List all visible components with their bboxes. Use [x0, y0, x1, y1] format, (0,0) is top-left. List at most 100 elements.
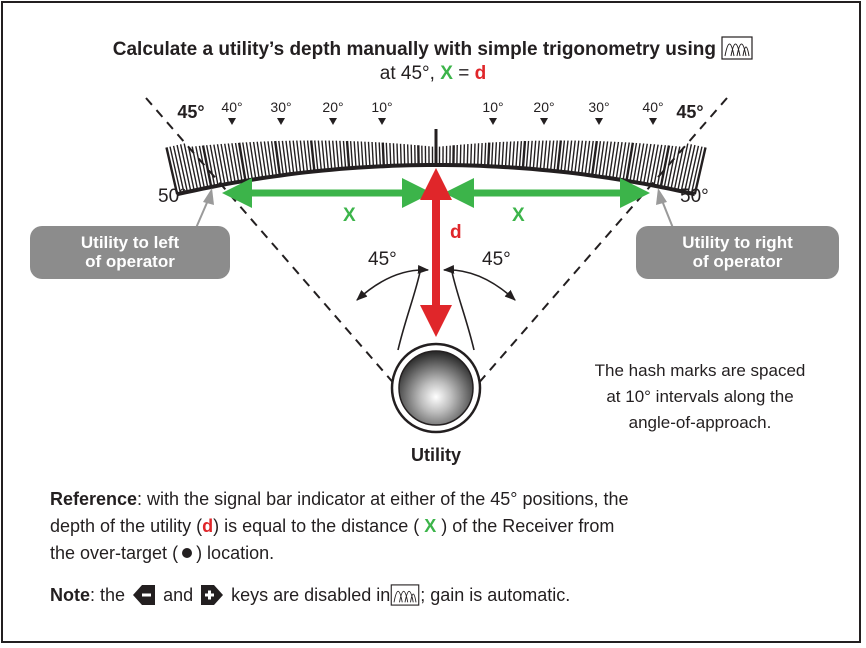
gauge-hash-mark [187, 146, 199, 190]
gauge-hash-mark [622, 142, 630, 181]
right-angle-arc [442, 264, 516, 301]
x-distance-right-arrow [444, 178, 650, 208]
gauge-hash-mark [314, 140, 319, 172]
reference-x: X [424, 516, 437, 536]
gauge-hash-mark [191, 146, 202, 190]
gauge-hash-mark [345, 140, 351, 169]
x-label-right: X [512, 205, 525, 226]
gauge-hash-mark [466, 144, 469, 166]
left-approach-line [145, 97, 437, 433]
gauge-hash-mark [317, 140, 323, 171]
gauge-hash-mark [598, 141, 605, 177]
callout-right-line1: Utility to right [682, 233, 793, 252]
reference-line1: Reference: with the signal bar indicator… [50, 486, 830, 513]
reference-bold: Reference [50, 489, 138, 509]
gauge-hash-mark [231, 143, 240, 183]
gauge-hash-mark [639, 143, 648, 184]
gauge-hash-mark [693, 147, 707, 195]
utility-pipe [390, 342, 482, 434]
gauge-hash-mark [567, 140, 573, 173]
gauge-hash-mark [209, 144, 219, 186]
gauge-hash-mark [406, 144, 409, 166]
depth-mode-icon [390, 584, 420, 614]
gauge-hash-mark [179, 144, 192, 192]
title-line-1: Calculate a utility’s depth manually wit… [112, 39, 716, 60]
note-text-c: keys are disabled in [231, 585, 391, 605]
gauge-hash-mark [659, 145, 671, 188]
gauge-hash-mark [165, 147, 179, 195]
gauge-hash-mark [399, 143, 402, 166]
gauge-hash-mark [629, 142, 638, 182]
depth-mode-icon [721, 36, 753, 66]
gauge-hash-mark [332, 140, 336, 170]
gauge-label-right: 20° [533, 99, 554, 115]
hash-note-line2: at 10° intervals along the [606, 387, 794, 406]
gauge-hash-mark [342, 140, 347, 169]
hash-note-line1: The hash marks are spaced [594, 361, 806, 380]
gauge-hash-mark [649, 144, 659, 186]
gauge-hash-mark [601, 141, 609, 178]
gauge-pointer-icon [540, 118, 548, 125]
callout-utility-left: Utility to left of operator [30, 226, 230, 279]
gauge-hash-mark [360, 141, 364, 168]
gauge-hash-mark [335, 140, 340, 170]
gauge-hash-mark [570, 140, 576, 174]
gauge-hash-mark [267, 141, 274, 177]
gauge-hash-mark [378, 142, 382, 167]
subtitle-prefix: at 45°, [379, 63, 435, 84]
reference-text2c: ) of the Receiver from [441, 516, 615, 536]
gauge-hash-mark [690, 146, 703, 194]
gauge-hash-mark [581, 140, 587, 175]
note-text-d: ; gain is automatic. [420, 585, 571, 605]
gauge-hash-mark [296, 140, 302, 174]
gauge-pointer-icon [595, 118, 603, 125]
gauge-hash-mark [385, 142, 388, 167]
gauge-hash-mark [213, 144, 223, 186]
gauge-hash-mark [486, 142, 491, 167]
gauge-hash-mark [389, 143, 392, 166]
gauge-hash-mark [546, 140, 551, 171]
x-distance-left-arrow [222, 178, 432, 208]
gauge-hash-mark [532, 140, 537, 170]
gauge-hash-mark [587, 140, 594, 176]
gauge-hash-mark [371, 141, 375, 167]
gauge-hash-mark [574, 140, 580, 174]
gauge-label-right: 10° [482, 99, 503, 115]
callout-left-line1: Utility to left [80, 233, 180, 252]
note-text-b: and [163, 585, 194, 605]
plus-key-icon [200, 584, 224, 614]
gauge-hash-mark [237, 142, 247, 181]
gauge-hash-mark [381, 142, 386, 167]
gauge-hash-mark [309, 140, 316, 172]
gauge-hash-mark [577, 140, 584, 174]
gauge-hash-mark [245, 142, 254, 180]
gauge-hash-mark [260, 141, 267, 178]
gauge-hash-mark [234, 142, 243, 182]
diagram-subtitle: at 45°, X = d [0, 63, 866, 85]
gauge-hash-mark [242, 142, 250, 181]
gauge-hash-mark [357, 141, 361, 168]
gauge-hash-mark [299, 140, 305, 173]
gauge-hash-mark [480, 143, 483, 166]
gauge-hash-mark [543, 140, 548, 171]
gauge-hash-mark [653, 144, 663, 186]
reference-line3: the over-target () location. [50, 540, 830, 567]
minus-key-icon [132, 584, 156, 614]
gauge-label-left: 10° [371, 99, 392, 115]
gauge-hash-mark [328, 140, 333, 170]
gauge-label-left: 20° [322, 99, 343, 115]
gauge-hash-mark [539, 140, 544, 170]
subtitle-eq: = [458, 63, 470, 84]
gauge-hash-mark [306, 140, 312, 172]
gauge-hash-mark [224, 143, 233, 184]
note-bold: Note [50, 585, 90, 605]
right-approach-line [435, 97, 728, 433]
gauge-label-right: 30° [588, 99, 609, 115]
gauge-pointer-icon [649, 118, 657, 125]
subtitle-d: d [474, 63, 487, 84]
gauge-label-right: 45° [676, 102, 703, 122]
gauge-hash-mark [176, 144, 189, 193]
gauge-hash-mark [608, 141, 616, 179]
gauge-hash-mark [666, 146, 677, 189]
